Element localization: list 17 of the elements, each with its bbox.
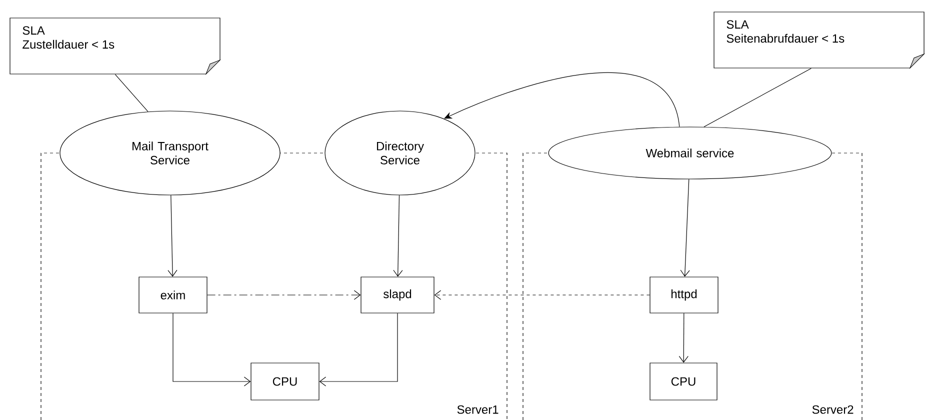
process-box: exim — [138, 276, 208, 314]
arrow — [319, 313, 398, 386]
leader-line — [114, 74, 148, 112]
leader-line — [704, 68, 812, 128]
arrow — [434, 290, 650, 300]
arrow — [207, 290, 361, 300]
note: SLA Seitenabrufdauer < 1s — [714, 12, 924, 68]
arrow — [393, 195, 403, 277]
arrow — [172, 313, 251, 386]
arrow — [680, 179, 690, 277]
process-box: CPU — [250, 362, 320, 400]
process-box: CPU — [650, 362, 718, 400]
note: SLA Zustelldauer < 1s — [10, 18, 220, 74]
arrow — [168, 195, 178, 277]
process-box: slapd — [360, 276, 434, 314]
process-box: httpd — [650, 276, 718, 314]
arrow — [678, 313, 688, 363]
